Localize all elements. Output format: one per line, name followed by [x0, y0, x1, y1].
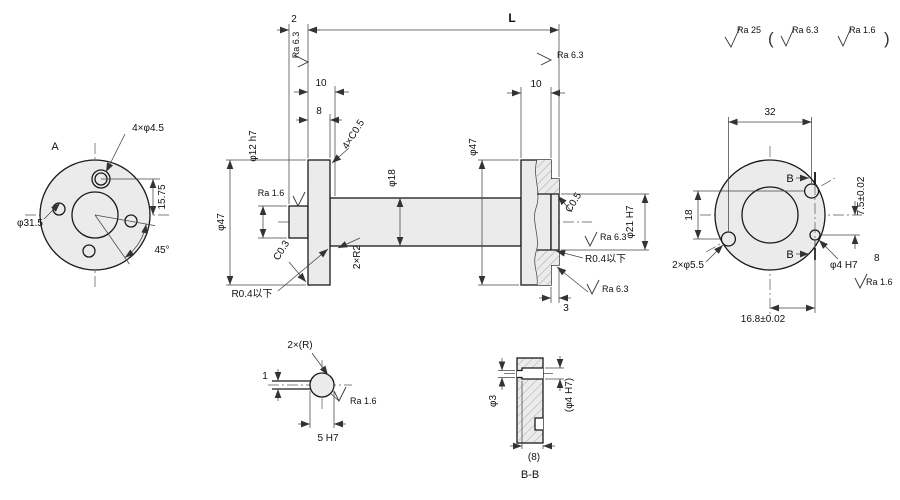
part-outline — [288, 159, 560, 286]
section-label-b-top: B — [786, 173, 793, 185]
section-title: B-B — [521, 469, 539, 481]
roughness-icon — [333, 386, 347, 403]
dim-bolt-hole-callout: 4×φ4.5 — [132, 123, 164, 134]
note-alt-ra-1: Ra 6.3 — [792, 25, 819, 35]
ra-slot: Ra 1.6 — [350, 396, 377, 406]
dim-flange-thickness-right: 10 — [530, 79, 542, 90]
dim-chamfer-left: C0.3 — [272, 238, 293, 262]
right-view: 32 B B 7.5±0.02 18 2×φ5.5 φ4 H7 8 Ra 1.6… — [672, 107, 892, 325]
note-primary-ra: Ra 25 — [737, 25, 761, 35]
roughness-icon — [854, 273, 868, 290]
dim-flange-dia-left: φ47 — [216, 213, 227, 231]
ra-dowel: Ra 1.6 — [866, 277, 893, 287]
view-label-a: A — [51, 141, 59, 153]
roughness-icon — [780, 27, 795, 48]
dim-hole-span-v: 18 — [684, 209, 695, 221]
dim-slot-width: 5 H7 — [317, 433, 339, 444]
roughness-icon — [724, 26, 741, 48]
dim-bolt-circle: φ31.5 — [17, 218, 43, 229]
dim-flange-thickness: 8 — [316, 106, 322, 117]
dim-chamfer-callout: 4×C0.5 — [341, 118, 368, 152]
section-view-dimensions — [498, 356, 564, 450]
main-view-dimensions — [226, 24, 649, 303]
dim-groove-callout: 2×R2 — [352, 244, 363, 269]
dim-hole-angle: 45° — [154, 245, 169, 256]
roughness-icon — [293, 54, 310, 68]
dim-fillet-bore: R0.4以下 — [585, 254, 626, 265]
main-view: 2 L Ra 6.3 10 8 4×C0.5 φ12 h7 φ47 Ra 1.6… — [216, 11, 649, 314]
dim-hole-offset: 15.75 — [157, 184, 168, 209]
dim-hole-span: 32 — [764, 107, 776, 118]
flange-outline-rear — [714, 159, 826, 271]
ra-boss-face: Ra 6.3 — [291, 32, 301, 59]
dim-dowel-depth: 8 — [874, 253, 880, 264]
ra-stub: Ra 6.3 — [602, 284, 629, 294]
left-view-dimensions — [43, 133, 160, 265]
section-notch — [534, 417, 543, 431]
note-paren-open: ( — [768, 29, 774, 48]
roughness-icon — [837, 27, 852, 48]
pilot-boss — [288, 205, 309, 239]
note-alt-ra-2: Ra 1.6 — [849, 25, 876, 35]
dim-dowel-offset-h: 16.8±0.02 — [741, 314, 786, 325]
bore-circle — [741, 186, 799, 244]
dim-flange-dia-right: φ47 — [468, 138, 479, 156]
clearance-hole — [803, 183, 820, 199]
general-roughness-note: Ra 25 ( Ra 6.3 Ra 1.6 ) — [724, 25, 890, 48]
dim-small-dia: φ3 — [488, 395, 499, 407]
right-view-dimensions — [693, 117, 860, 313]
dim-boss-dia: φ12 h7 — [248, 130, 259, 162]
dim-dowel-offset-v: 7.5±0.02 — [856, 176, 867, 215]
roughness-icon — [586, 279, 600, 296]
roughness-icon — [584, 231, 598, 248]
dim-radius-callout: 2×(R) — [287, 340, 312, 351]
ra-boss-surface: Ra 1.6 — [258, 188, 285, 198]
section-view: φ3 (φ4 H7) (8) B-B — [488, 356, 575, 481]
section-label-b-bottom: B — [786, 249, 793, 261]
ra-flange-right: Ra 6.3 — [557, 50, 584, 60]
dim-ref-dia: (φ4 H7) — [564, 378, 575, 412]
detail-view-dimensions — [274, 352, 346, 428]
roughness-icon — [536, 52, 553, 66]
roughness-symbols — [292, 52, 600, 296]
left-flange — [307, 159, 331, 286]
dim-fillet-left: R0.4以下 — [231, 289, 272, 300]
dim-stub-length: 3 — [563, 303, 569, 314]
dim-bore-dia: φ21 H7 — [625, 205, 636, 239]
dim-step-length: 10 — [315, 78, 327, 89]
dim-boss-length: 2 — [291, 14, 297, 25]
roughness-icon — [292, 191, 306, 208]
clearance-hole — [720, 231, 737, 247]
left-view: A 4×φ4.5 15.75 φ31.5 45° — [17, 123, 170, 290]
break-line — [534, 159, 539, 286]
dim-clearance-holes: 2×φ5.5 — [672, 260, 704, 271]
hub-circle — [71, 191, 119, 239]
dim-dowel-hole: φ4 H7 — [830, 260, 858, 271]
note-paren-close: ) — [884, 29, 890, 48]
dim-ref-depth: (8) — [528, 452, 540, 463]
section-hole — [517, 367, 543, 380]
dim-offset-1: 1 — [262, 371, 268, 382]
ra-bore: Ra 6.3 — [600, 232, 627, 242]
detail-view: 2×(R) 1 Ra 1.6 5 H7 — [262, 340, 376, 444]
dim-overall-length: L — [508, 11, 515, 25]
dim-shaft-dia: φ18 — [387, 169, 398, 187]
broken-out-section — [534, 159, 559, 286]
shaft-body — [329, 197, 522, 247]
